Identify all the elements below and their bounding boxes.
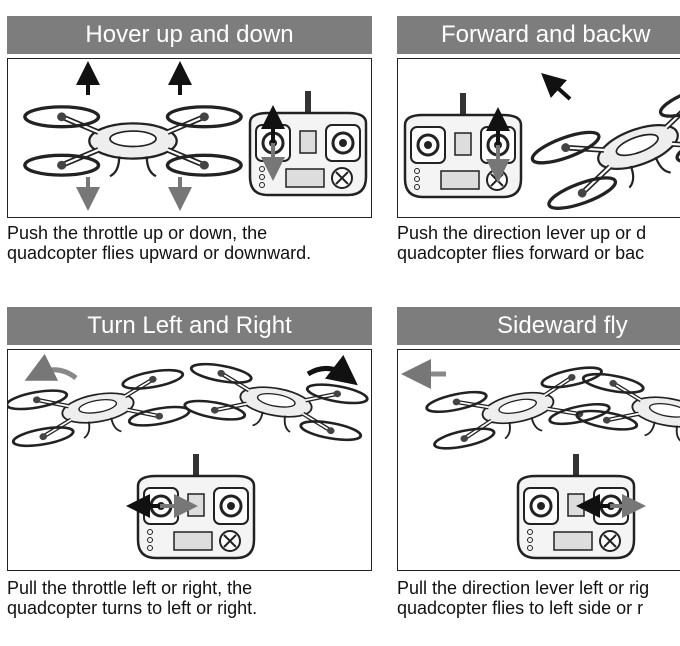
remote-image — [403, 91, 523, 199]
illustration-frame — [7, 349, 372, 571]
panel-title: Sideward fly — [397, 307, 680, 345]
panel-forward-backward: Forward and backw Push the direction lev… — [397, 16, 680, 276]
caption-line: quadcopter flies upward or downward. — [7, 243, 312, 263]
illustration-frame — [397, 349, 680, 571]
panel-title: Forward and backw — [397, 16, 680, 54]
caption-line: Pull the direction lever left or rig — [397, 578, 650, 598]
quadcopter-image — [8, 367, 191, 451]
caption-line: Push the throttle up or down, the — [7, 223, 268, 243]
illustration-frame — [7, 58, 372, 218]
caption-line: Push the direction lever up or d — [397, 223, 647, 243]
turn-illustration — [8, 353, 372, 560]
caption-line: quadcopter turns to left or right. — [7, 598, 258, 618]
caption-line: quadcopter flies forward or bac — [397, 243, 645, 263]
remote-image — [248, 89, 368, 197]
caption-line: quadcopter flies to left side or r — [397, 598, 644, 618]
caption-line: Pull the throttle left or right, the — [7, 578, 253, 598]
sideward-illustration — [401, 359, 680, 560]
hover-illustration — [8, 61, 368, 211]
panel-title: Hover up and down — [7, 16, 372, 54]
panel-title: Turn Left and Right — [7, 307, 372, 345]
quadcopter-image — [575, 371, 680, 455]
panel-sideward-fly: Sideward fly Pull the direction lever le… — [397, 307, 680, 637]
quadcopter-image — [529, 80, 680, 216]
forward-illustration — [403, 72, 680, 218]
quadcopter-image — [25, 107, 241, 176]
illustration-frame — [397, 58, 680, 218]
